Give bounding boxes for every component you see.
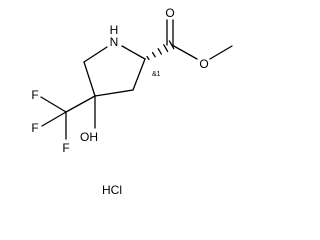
salt-label: HCl bbox=[102, 183, 122, 197]
fluorine-top-label: F bbox=[31, 88, 38, 102]
bond-c4-to-c3 bbox=[94, 89, 134, 97]
stereo-label: &1 bbox=[152, 71, 161, 78]
ester-oxygen-label: O bbox=[199, 57, 208, 71]
bond-carbonyl-to-ester-o bbox=[171, 44, 198, 60]
stereo-hash-bond bbox=[146, 40, 175, 61]
hydroxyl-label: OH bbox=[80, 130, 98, 144]
fluorine-bottom-label: F bbox=[62, 141, 69, 155]
bond-c4-to-cf3 bbox=[65, 95, 96, 113]
bond-ester-o-to-methyl bbox=[209, 45, 233, 60]
bond-cf3-to-f-top bbox=[40, 96, 67, 113]
fluorine-left-label: F bbox=[31, 121, 38, 135]
bond-ring-ch2-to-c4 bbox=[83, 61, 96, 97]
bond-nh-to-ring-ch2 bbox=[83, 46, 108, 63]
carbonyl-oxygen-label: O bbox=[165, 6, 174, 20]
nitrogen-label: N bbox=[110, 35, 119, 49]
structure-diagram: N H &1 O O OH F F F HCl bbox=[31, 6, 233, 197]
bond-cf3-to-f-left bbox=[41, 111, 67, 127]
bond-c3-to-c2 bbox=[132, 58, 146, 91]
bond-c2-to-nh bbox=[121, 45, 146, 60]
nitrogen-hydrogen-label: H bbox=[110, 23, 119, 37]
bonds bbox=[40, 19, 233, 140]
atom-labels: N H &1 O O OH F F F HCl bbox=[31, 6, 208, 197]
